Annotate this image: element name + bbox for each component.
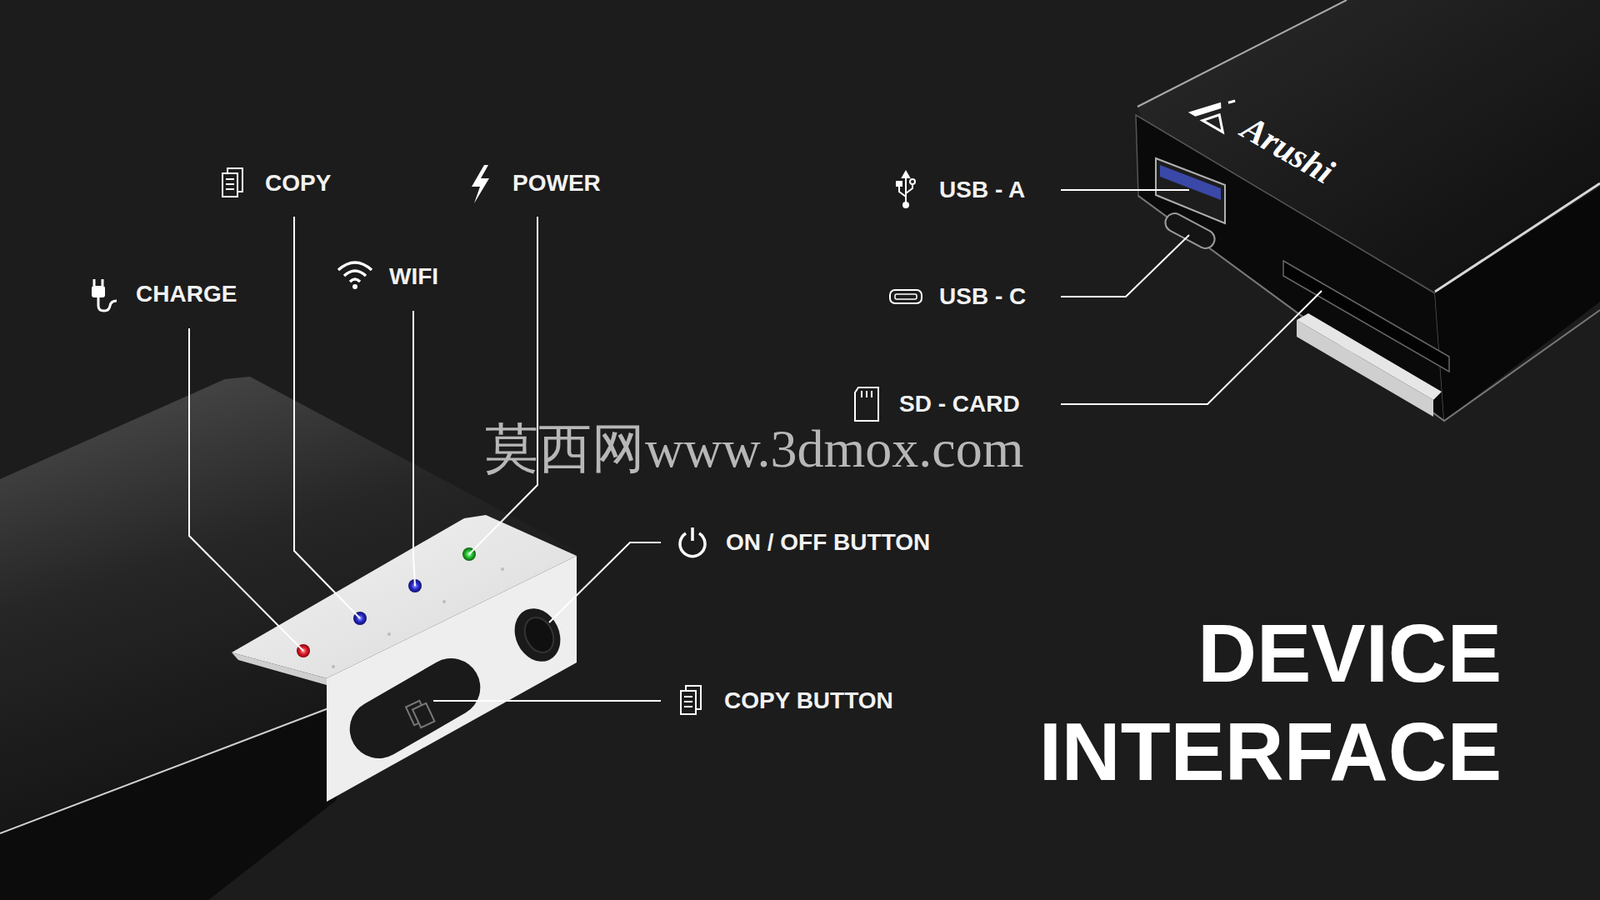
end-cap-edge bbox=[231, 652, 327, 685]
usb-a-tongue bbox=[1160, 165, 1221, 200]
led-marks bbox=[331, 567, 505, 669]
sd-card bbox=[1296, 320, 1434, 417]
leader-lines bbox=[189, 190, 1322, 701]
charge-icon bbox=[91, 279, 117, 311]
copy-button-icon bbox=[680, 685, 701, 715]
leader-line bbox=[294, 216, 360, 619]
button-label: ON / OFF BUTTON bbox=[725, 529, 930, 556]
leader-line bbox=[413, 310, 415, 586]
end-cap-front bbox=[326, 555, 577, 802]
device-side-face bbox=[0, 704, 337, 900]
led-label: CHARGE bbox=[135, 280, 237, 308]
sd-card-icon bbox=[855, 387, 879, 421]
port-label: USB - C bbox=[939, 283, 1026, 310]
page-title: DEVICE INTERFACE bbox=[1001, 604, 1502, 801]
brand-logo-mark bbox=[1188, 83, 1240, 133]
port-label: USB - A bbox=[939, 176, 1025, 204]
led-label: POWER bbox=[512, 170, 601, 197]
on-off-button bbox=[505, 600, 569, 670]
device-bottom-edge bbox=[1138, 195, 1600, 421]
leader-line bbox=[549, 542, 661, 623]
led-label: WIFI bbox=[389, 263, 439, 290]
power-icon bbox=[471, 165, 490, 204]
leader-line bbox=[1060, 235, 1190, 297]
leader-line bbox=[189, 328, 304, 651]
usb-c-port bbox=[1162, 210, 1219, 251]
leader-line bbox=[469, 216, 538, 555]
port-label: SD - CARD bbox=[899, 390, 1020, 418]
copy-button-recess bbox=[339, 647, 491, 770]
leader-line bbox=[433, 700, 661, 702]
copy-icon bbox=[222, 168, 243, 197]
right-device bbox=[1135, 0, 1600, 421]
wifi-icon bbox=[338, 262, 372, 290]
usb-c-icon bbox=[890, 290, 922, 304]
leader-line bbox=[1060, 290, 1322, 405]
led-label: COPY bbox=[265, 170, 331, 197]
device-edge-highlight bbox=[0, 705, 335, 834]
button-label: COPY BUTTON bbox=[724, 687, 894, 715]
device-side-face bbox=[1435, 186, 1600, 421]
copy-button-symbol bbox=[405, 698, 435, 730]
sd-card-edge bbox=[1296, 313, 1442, 400]
device-edge-highlight bbox=[1137, 0, 1347, 107]
watermark: 莫西网www.3dmox.com bbox=[485, 418, 1024, 480]
leader-line bbox=[1060, 189, 1190, 191]
power-button-icon bbox=[680, 527, 705, 557]
usb-icon bbox=[896, 171, 915, 208]
